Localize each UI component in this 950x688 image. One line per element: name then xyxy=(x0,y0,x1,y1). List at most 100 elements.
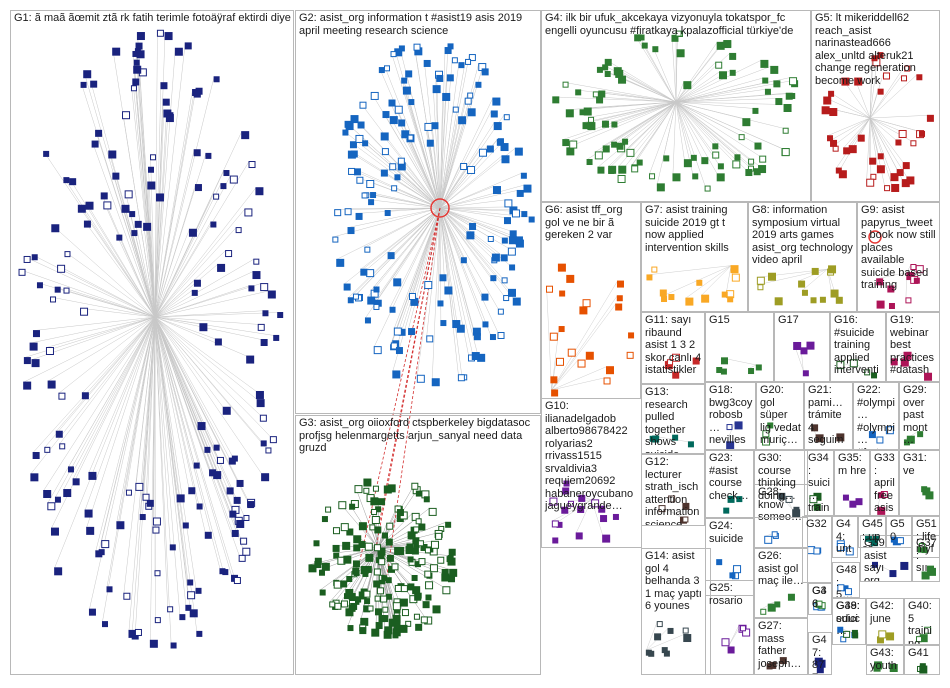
node-g23[interactable] xyxy=(723,507,730,514)
node-g3[interactable] xyxy=(352,560,360,568)
cluster-panel-g23[interactable]: G23: #asist course check… xyxy=(705,450,754,518)
node-g1[interactable] xyxy=(187,591,196,600)
node-g3[interactable] xyxy=(385,538,393,546)
node-g2[interactable] xyxy=(383,65,390,72)
node-g8[interactable] xyxy=(757,284,764,291)
node-g3[interactable] xyxy=(441,568,449,576)
node-g3[interactable] xyxy=(375,608,383,616)
node-g3[interactable] xyxy=(445,521,452,528)
node-g5[interactable] xyxy=(829,108,838,117)
node-g2[interactable] xyxy=(458,62,465,69)
node-g1[interactable] xyxy=(242,547,251,556)
node-g2[interactable] xyxy=(456,324,465,333)
node-g2[interactable] xyxy=(373,346,382,355)
node-g3[interactable] xyxy=(340,580,348,588)
node-g26[interactable] xyxy=(787,593,795,601)
node-g4[interactable] xyxy=(683,159,692,168)
node-g29[interactable] xyxy=(917,431,924,438)
node-g3[interactable] xyxy=(373,544,381,552)
node-g4[interactable] xyxy=(631,165,639,173)
node-g7[interactable] xyxy=(668,294,675,301)
node-g5[interactable] xyxy=(871,55,878,62)
node-g1[interactable] xyxy=(133,59,140,66)
node-g4[interactable] xyxy=(775,98,783,106)
node-g1[interactable] xyxy=(123,592,131,600)
cluster-panel-g32[interactable]: G32 xyxy=(802,516,832,583)
node-g1[interactable] xyxy=(91,140,99,148)
node-g4[interactable] xyxy=(594,151,603,160)
node-g14[interactable] xyxy=(682,627,689,634)
node-g12[interactable] xyxy=(668,495,676,503)
node-g3[interactable] xyxy=(417,540,424,547)
node-g10[interactable] xyxy=(578,494,586,502)
node-g2[interactable] xyxy=(347,227,355,235)
node-g1[interactable] xyxy=(85,201,94,210)
node-g8[interactable] xyxy=(810,297,817,304)
node-g29[interactable] xyxy=(906,435,915,444)
node-g3[interactable] xyxy=(362,570,369,577)
node-g1[interactable] xyxy=(83,220,91,228)
node-g4[interactable] xyxy=(781,148,790,157)
node-g3[interactable] xyxy=(353,569,360,576)
node-g2[interactable] xyxy=(436,74,444,82)
node-g1[interactable] xyxy=(63,489,72,498)
node-g5[interactable] xyxy=(919,130,926,137)
node-g5[interactable] xyxy=(883,72,891,80)
node-g2[interactable] xyxy=(395,347,403,355)
node-g3[interactable] xyxy=(345,588,354,597)
cluster-panel-g17[interactable]: G17 xyxy=(774,312,830,382)
cluster-panel-g14[interactable]: G14: asist gol 4 belhanda 3 1 maç yaptı … xyxy=(641,548,711,675)
node-g21[interactable] xyxy=(836,433,845,442)
node-g4[interactable] xyxy=(729,52,737,60)
node-g5[interactable] xyxy=(877,153,884,160)
node-g4[interactable] xyxy=(652,46,659,53)
node-g3[interactable] xyxy=(308,564,317,573)
node-g2[interactable] xyxy=(364,246,371,253)
node-g3[interactable] xyxy=(415,490,422,497)
node-g1[interactable] xyxy=(197,422,206,431)
node-g17[interactable] xyxy=(806,341,815,350)
node-g19[interactable] xyxy=(924,372,933,381)
node-g3[interactable] xyxy=(372,485,379,492)
node-g1[interactable] xyxy=(112,47,121,56)
node-g1[interactable] xyxy=(88,471,97,480)
node-g2[interactable] xyxy=(437,300,444,307)
node-g1[interactable] xyxy=(116,234,123,241)
node-g2[interactable] xyxy=(446,74,454,82)
node-g5[interactable] xyxy=(890,173,899,182)
cluster-panel-g22[interactable]: G22: #olympi… #olympi… #fortou… xyxy=(853,382,899,450)
node-g2[interactable] xyxy=(507,288,516,297)
node-g3[interactable] xyxy=(428,507,437,516)
node-g25[interactable] xyxy=(739,625,746,632)
node-g1[interactable] xyxy=(169,544,176,551)
node-g47[interactable] xyxy=(814,657,823,666)
node-g5[interactable] xyxy=(916,74,923,81)
node-g2[interactable] xyxy=(373,286,380,293)
node-g4[interactable] xyxy=(738,134,745,141)
node-g4[interactable] xyxy=(622,138,629,145)
node-g1[interactable] xyxy=(188,487,196,495)
cluster-panel-g45[interactable]: G45: up co xyxy=(858,516,886,548)
cluster-panel-g1[interactable]: G1: ã maã ãœmit ztã rk fatih terimle fot… xyxy=(10,10,294,675)
cluster-panel-g12[interactable]: G12: lecturer strath_isch attention info… xyxy=(641,454,705,526)
node-g1[interactable] xyxy=(133,65,142,74)
node-g4[interactable] xyxy=(745,169,753,177)
node-g1[interactable] xyxy=(147,181,156,190)
node-g4[interactable] xyxy=(613,67,622,76)
node-g1[interactable] xyxy=(47,380,56,389)
node-g2[interactable] xyxy=(491,253,500,262)
node-g3[interactable] xyxy=(449,568,458,577)
node-g4[interactable] xyxy=(596,66,603,73)
node-g1[interactable] xyxy=(81,392,89,400)
node-g21[interactable] xyxy=(815,434,824,443)
node-g1[interactable] xyxy=(84,509,93,518)
node-g1[interactable] xyxy=(255,187,264,196)
node-g1[interactable] xyxy=(193,90,201,98)
node-g46[interactable] xyxy=(816,600,823,607)
node-g1[interactable] xyxy=(229,510,237,518)
node-g1[interactable] xyxy=(179,614,186,621)
node-g7[interactable] xyxy=(696,279,703,286)
node-g3[interactable] xyxy=(373,568,381,576)
node-g4[interactable] xyxy=(759,155,767,163)
node-g4[interactable] xyxy=(582,122,590,130)
